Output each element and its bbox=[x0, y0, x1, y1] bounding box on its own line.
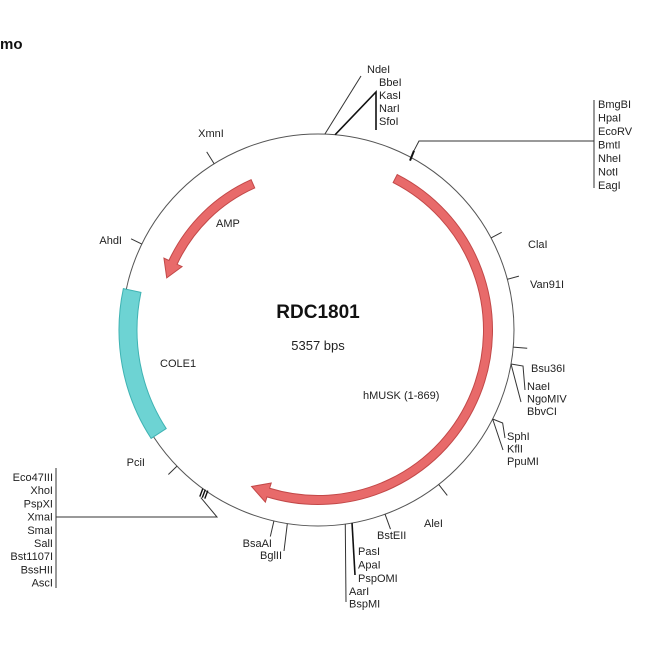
site-top-group-label: BbeI bbox=[379, 77, 402, 89]
site-top-group-label: NarI bbox=[379, 103, 400, 115]
site-ahdi-label: AhdI bbox=[99, 235, 122, 247]
site-bottom-group-2-label: BspMI bbox=[349, 599, 380, 611]
site-van91i-label: Van91I bbox=[530, 279, 564, 291]
site-top-group-label: SfoI bbox=[379, 116, 399, 128]
amp-label: AMP bbox=[216, 218, 240, 230]
site-top-right-group-label: NotI bbox=[598, 167, 618, 179]
site-bglii-label: BglII bbox=[260, 550, 282, 562]
site-top-right-tick bbox=[409, 150, 415, 161]
site-left-group-label: SmaI bbox=[27, 525, 53, 537]
site-left-cluster-tick bbox=[201, 489, 206, 498]
page-heading-fragment: mo bbox=[0, 36, 23, 53]
site-left-group-label: BssHII bbox=[21, 564, 53, 576]
site-top-right-group-label: EagI bbox=[598, 180, 621, 192]
site-bsaai-tick bbox=[269, 520, 275, 537]
site-bottom-group-label: ApaI bbox=[358, 560, 381, 572]
hmusk-label: hMUSK (1-869) bbox=[363, 390, 439, 402]
site-clai-tick bbox=[490, 231, 502, 239]
site-left-group-label: PspXI bbox=[24, 498, 53, 510]
site-left-cluster-tick bbox=[199, 488, 204, 497]
amp-gene-arrow bbox=[163, 179, 256, 279]
site-left-group-label: Eco47III bbox=[13, 472, 53, 484]
site-left-leader bbox=[56, 497, 219, 518]
site-alei-tick bbox=[438, 484, 448, 496]
hmusk-gene-arrow bbox=[250, 173, 493, 505]
site-top-right-group-label: BmtI bbox=[598, 140, 621, 152]
site-sphi-tick bbox=[492, 418, 506, 439]
site-ahdi-tick bbox=[130, 238, 143, 245]
features-layer: AMP hMUSK (1-869) COLE1 bbox=[118, 173, 493, 505]
site-bottom-group-label: PspOMI bbox=[358, 573, 398, 585]
site-bglii-tick bbox=[283, 523, 288, 552]
site-right-group-1-label: BbvCI bbox=[527, 406, 557, 418]
plasmid-size: 5357 bps bbox=[291, 338, 345, 353]
site-left-group-label: SalI bbox=[34, 538, 53, 550]
site-top-right-group-label: NheI bbox=[598, 153, 621, 165]
site-right-group-2-label: KflI bbox=[507, 444, 523, 456]
site-left-group-label: Bst1107I bbox=[10, 551, 53, 563]
site-naei-tick bbox=[510, 363, 526, 391]
site-bottom-group-label: PasI bbox=[358, 546, 380, 558]
site-aari-tick bbox=[344, 524, 347, 603]
plasmid-name: RDC1801 bbox=[276, 302, 360, 323]
site-left-group-label: AscI bbox=[32, 578, 53, 590]
cole1-label: COLE1 bbox=[160, 358, 196, 370]
site-bottom-group-2-label: AarI bbox=[349, 586, 369, 598]
site-pcii-label: PciI bbox=[127, 457, 145, 469]
site-left-group-label: XmaI bbox=[27, 512, 53, 524]
site-bsaai-label: BsaAI bbox=[243, 538, 272, 550]
site-right-group-2-label: SphI bbox=[507, 431, 530, 443]
site-alei-label: AleI bbox=[424, 518, 443, 530]
site-bsteii-tick bbox=[384, 514, 391, 530]
site-van91i-tick bbox=[507, 275, 520, 280]
cole1-origin-band bbox=[118, 288, 167, 440]
site-xmni-label: XmnI bbox=[198, 128, 224, 140]
restriction-sites-layer: XmnI AhdI ClaI Van91I PciI AleI BstEII NdeIBbeI… bbox=[10, 64, 632, 611]
site-right-group-2-label: PpuMI bbox=[507, 456, 539, 468]
site-top-right-group-label: BmgBI bbox=[598, 99, 631, 111]
site-top-right-group-label: EcoRV bbox=[598, 126, 633, 138]
site-bsteii-label: BstEII bbox=[377, 530, 406, 542]
site-right-group-1-label: NaeI bbox=[527, 381, 550, 393]
site-pasi-tick bbox=[351, 522, 356, 576]
site-xmni-tick bbox=[206, 151, 215, 165]
site-ndei-tick bbox=[324, 75, 362, 135]
site-top-right-leader bbox=[413, 140, 594, 151]
site-clai-label: ClaI bbox=[528, 239, 548, 251]
site-left-group-label: XhoI bbox=[30, 485, 53, 497]
site-kfli-tick bbox=[492, 418, 504, 451]
site-top-right-group-label: HpaI bbox=[598, 113, 621, 125]
site-right-group-1-label: NgoMIV bbox=[527, 394, 567, 406]
site-ndei-label: NdeI bbox=[367, 64, 390, 76]
site-left-cluster-tick bbox=[204, 490, 209, 499]
site-bsu36i-tick bbox=[513, 346, 528, 349]
plasmid-backbone bbox=[121, 133, 515, 527]
site-pcii-tick bbox=[168, 465, 178, 475]
site-bbei-group-tick bbox=[334, 90, 377, 136]
site-bsu36i-label: Bsu36I bbox=[531, 363, 565, 375]
site-top-group-label: KasI bbox=[379, 90, 401, 102]
site-ngomiv-tick bbox=[510, 363, 522, 403]
